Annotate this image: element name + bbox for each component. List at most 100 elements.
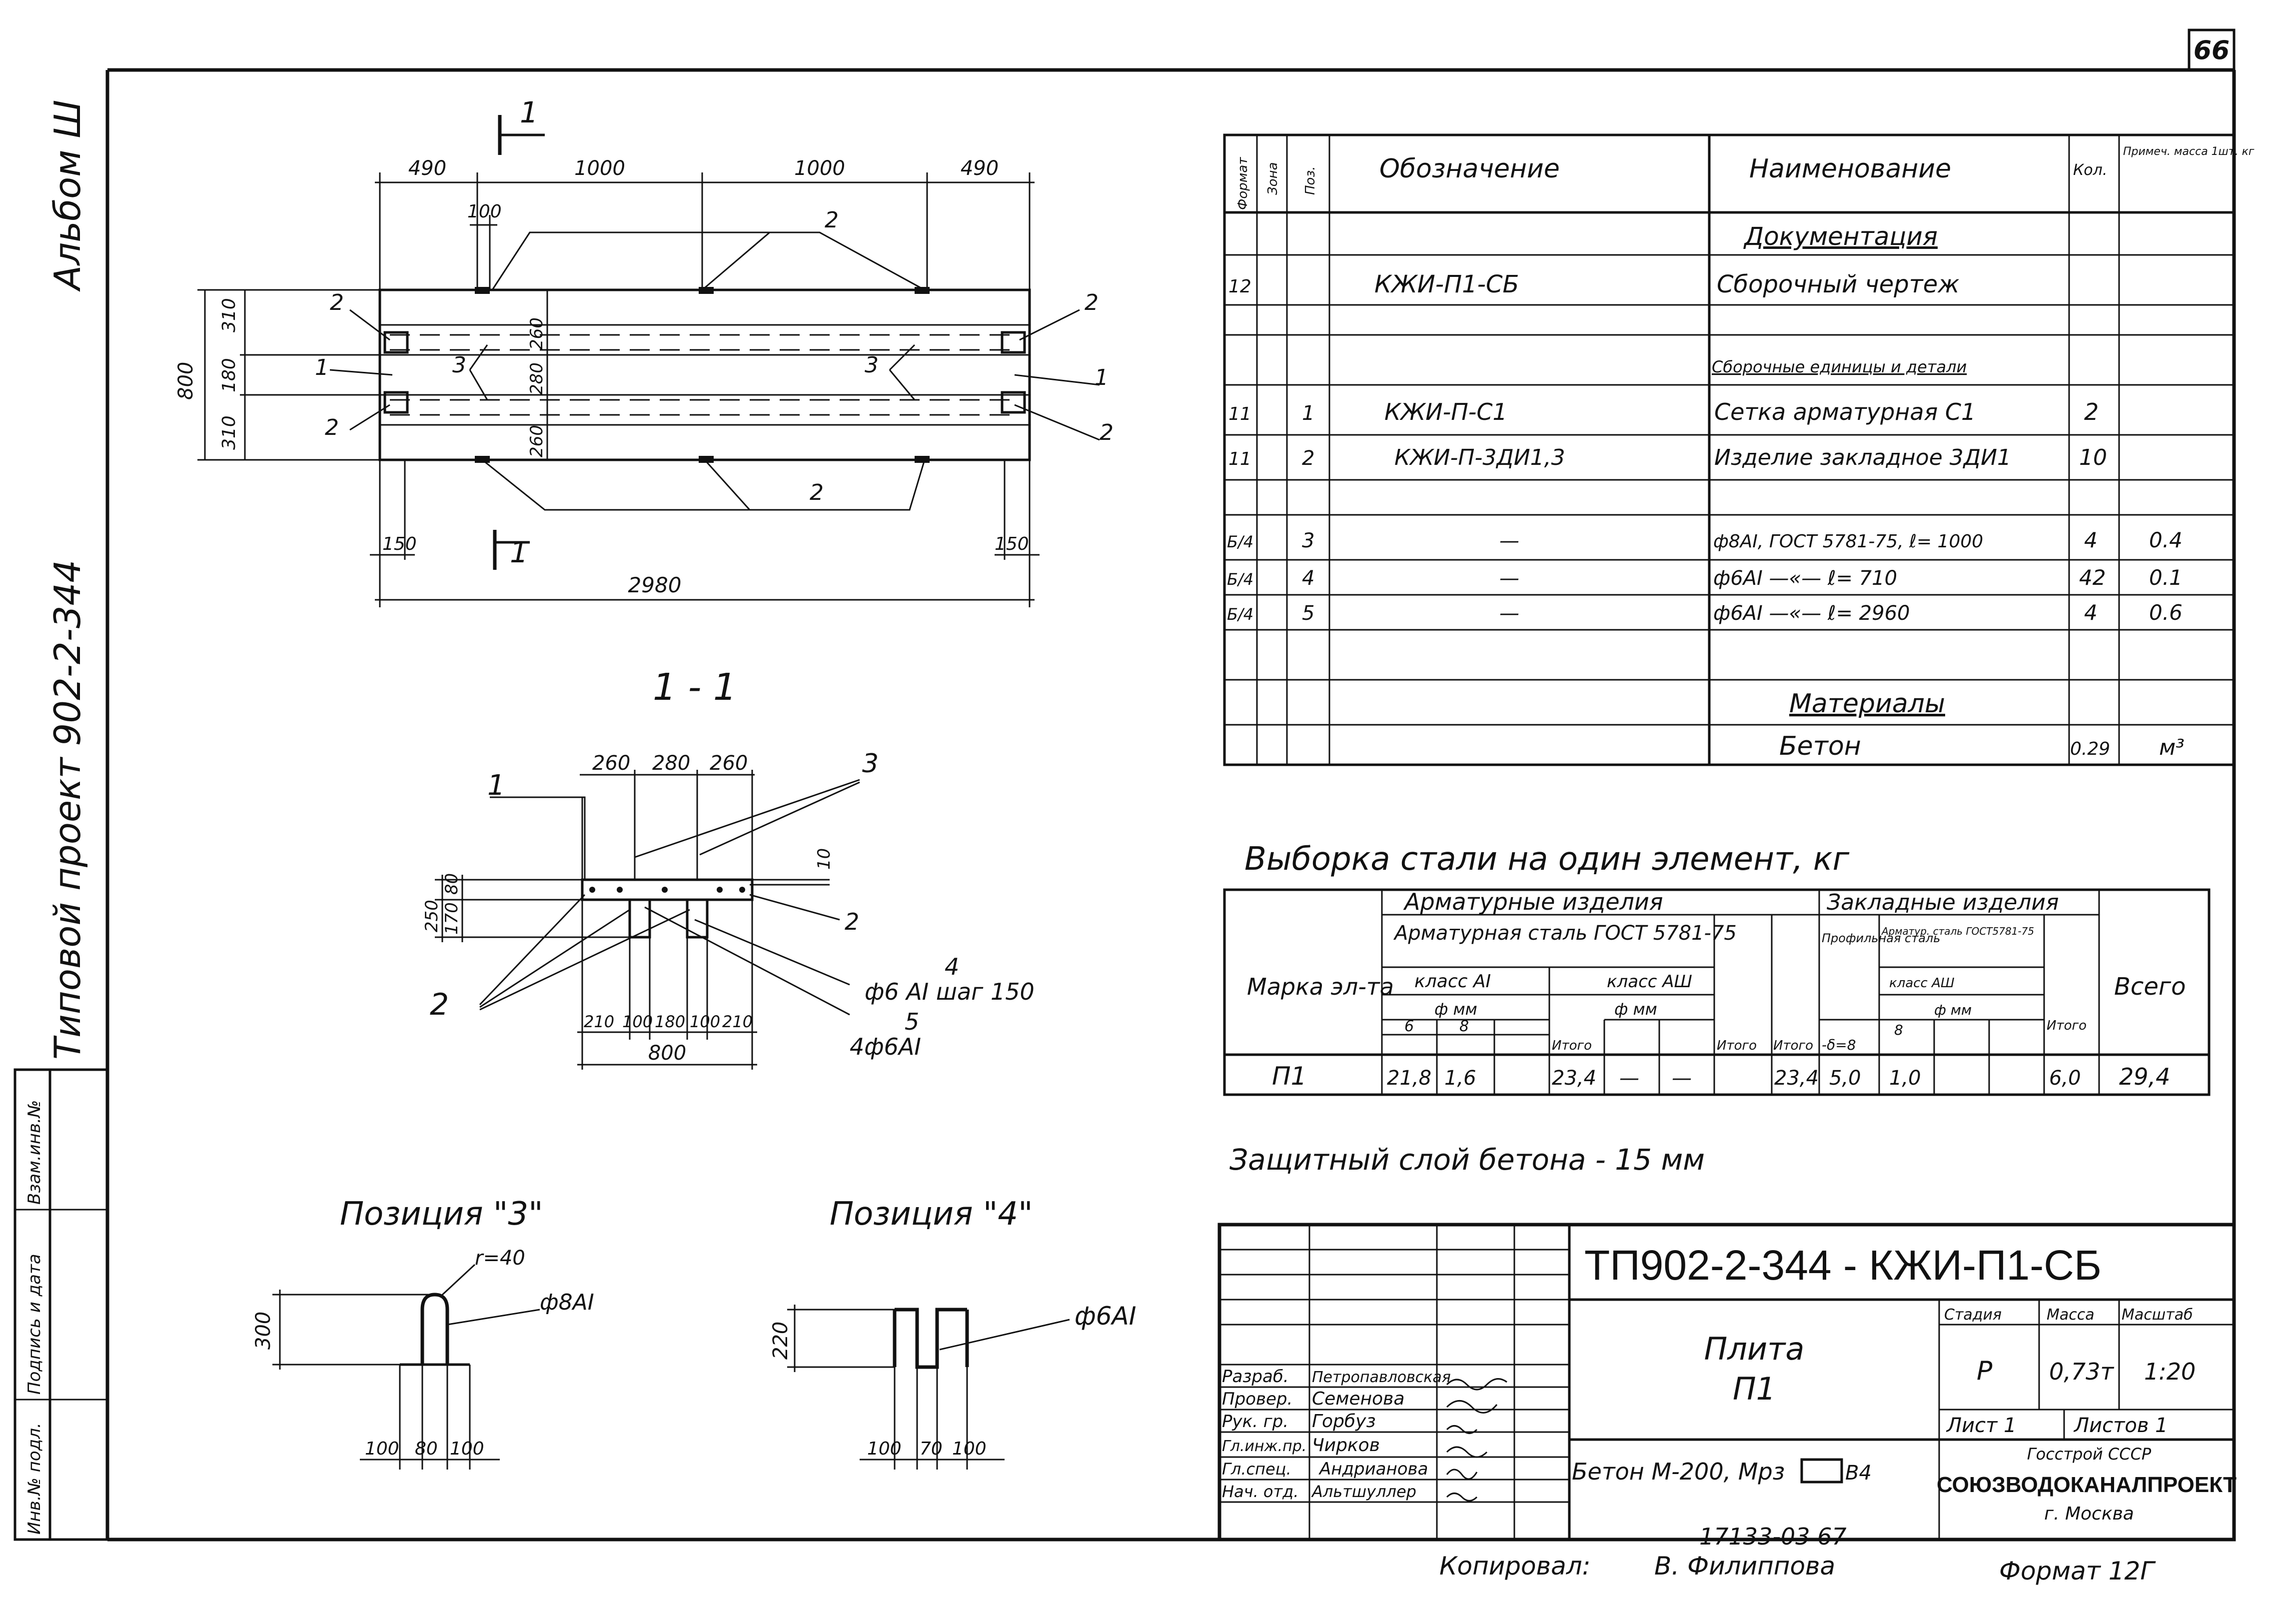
spec-row-5-code: КЖИ-П-С1: [1384, 398, 1507, 425]
pos3-drawing: [272, 1264, 540, 1470]
spec-h-zone: Зона: [1265, 162, 1280, 195]
pos4-title: Позиция "4": [830, 1196, 1033, 1233]
stamp-code: ТП902-2-344 - КЖИ-П1-СБ: [1584, 1242, 2102, 1289]
steel-title: Выборка стали на один элемент, кг: [1244, 841, 1850, 878]
pos3-dim-1: 100: [365, 1439, 399, 1459]
stamp-role-4: Гл.инж.пр.: [1222, 1438, 1306, 1455]
plan-callout-1-left: 1: [315, 355, 329, 380]
stamp-org2: СОЮЗВОДОКАНАЛПРОЕКТ: [1937, 1473, 2237, 1497]
section-dim-top-3: 260: [710, 752, 748, 775]
pos4-rebar: ф6АI: [1075, 1302, 1137, 1331]
steel-row-emb-itogo: 6,0: [2049, 1067, 2081, 1090]
stamp-scale: 1:20: [2144, 1358, 2196, 1385]
steel-table-grid: [1223, 888, 2211, 1096]
album-label: Альбом Ш: [46, 100, 88, 292]
stamp-role-5: Гл.спец.: [1222, 1460, 1291, 1479]
archive-number: 17133-03 67: [1699, 1523, 1847, 1550]
plan-callout-2-ml: 2: [325, 415, 339, 440]
stamp-name-1: Петропавловская: [1312, 1369, 1451, 1386]
spec-table-grid: [1223, 133, 2236, 766]
steel-row-total: 29,4: [2119, 1063, 2170, 1090]
spec-row-10-fmt: Б/4: [1227, 605, 1253, 624]
stamp-role-1: Разраб.: [1222, 1367, 1289, 1387]
steel-h-dmm2: ф мм: [1934, 1002, 1972, 1018]
steel-h-total: Всего: [2114, 973, 2186, 1001]
side-stamp: [13, 1068, 109, 1541]
steel-h-arm: Арматурные изделия: [1403, 888, 1663, 915]
plan-dim-mid-3: 260: [527, 425, 547, 457]
section-callout-3: 3: [862, 749, 879, 779]
section-callout-1: 1: [487, 769, 505, 802]
stamp-name-4: Чирков: [1312, 1435, 1380, 1456]
spec-row-9-pos: 4: [1302, 567, 1314, 590]
section-dim-top-2: 280: [652, 752, 690, 775]
spec-h-qty: Кол.: [2073, 161, 2107, 179]
plan-section-mark-bottom: 1: [510, 535, 528, 569]
section-dim-left-3: 80: [442, 873, 462, 895]
steel-h-dmm-a3: ф мм: [1614, 1000, 1657, 1019]
pos3-dim-2: 80: [415, 1439, 438, 1459]
project-label: Типовой проект 902-2-344: [46, 560, 88, 1060]
pos4-drawing: [787, 1305, 1070, 1470]
section-dim-top-1: 260: [592, 752, 630, 775]
spec-h-pos: Поз.: [1303, 166, 1318, 195]
steel-h-a3: класс АШ: [1607, 972, 1692, 992]
plan-dim-left-1: 310: [219, 298, 239, 332]
steel-h-d6: 6: [1404, 1018, 1414, 1035]
spec-row-9-note: 0.1: [2149, 565, 2183, 590]
plan-dim-total: 2980: [628, 573, 682, 597]
steel-row-a3-2: —: [1672, 1067, 1692, 1090]
pos4-dim-3: 100: [952, 1439, 987, 1459]
stamp-h-scale: Масштаб: [2122, 1306, 2193, 1324]
section-dim-total: 800: [648, 1042, 686, 1065]
stamp-name-5: Андрианова: [1318, 1459, 1428, 1479]
stamp-name-3: Горбуз: [1312, 1411, 1376, 1432]
steel-row-a1-itogo: 23,4: [1552, 1067, 1596, 1090]
spec-row-8-code: —: [1499, 529, 1519, 552]
section-dim-bottom-4: 100: [690, 1012, 720, 1031]
spec-row-9-fmt: Б/4: [1227, 570, 1253, 589]
spec-row-2-name: Сборочный чертеж: [1717, 270, 1960, 298]
spec-row-2-code: КЖИ-П1-СБ: [1374, 270, 1519, 298]
copied-label: Копировал:: [1439, 1552, 1591, 1581]
plan-dim-left-2: 180: [219, 358, 239, 392]
section-dim-bottom-3: 180: [655, 1012, 685, 1031]
plan-callout-3-left: 3: [452, 352, 466, 378]
steel-h-a1: класс АI: [1414, 971, 1491, 992]
plan-dim-150-right: 150: [995, 534, 1029, 554]
pos3-height: 300: [252, 1312, 275, 1350]
spec-h-note: Примеч. масса 1шт. кг: [2123, 145, 2255, 158]
steel-h-dmm: ф мм: [1434, 1000, 1477, 1019]
stamp-h-stage: Стадия: [1944, 1306, 2002, 1324]
stamp-mark: П1: [1733, 1371, 1776, 1407]
plan-dim-top-3: 1000: [794, 157, 845, 180]
spec-row-5-fmt: 11: [1228, 404, 1251, 424]
stamp-material: Бетон М-200, Мрз: [1572, 1458, 1785, 1485]
spec-row-12-name: Материалы: [1789, 689, 1945, 719]
spec-row-9-code: —: [1499, 567, 1519, 590]
spec-row-4-name: Сборочные единицы и детали: [1712, 357, 1967, 376]
section-dim-bottom-2: 100: [622, 1012, 653, 1031]
spec-row-5-qty: 2: [2084, 398, 2099, 425]
stamp-org3: г. Москва: [2044, 1504, 2134, 1524]
pos3-rebar: ф8АI: [540, 1290, 594, 1315]
steel-h-steel: Арматурная сталь ГОСТ 5781-75: [1393, 922, 1737, 945]
steel-h-itogo-emb: Итого: [2047, 1018, 2087, 1033]
stamp-mass: 0,73т: [2049, 1358, 2114, 1385]
stamp-sheets: Листов 1: [2073, 1414, 2168, 1437]
pos4-dim-2: 70: [920, 1439, 943, 1459]
section-dim-10: 10: [814, 848, 834, 870]
section-callout-2-left: 2: [430, 987, 449, 1022]
side-stamp-inv: Инв.№ подл.: [24, 1423, 44, 1535]
spec-row-10-note: 0.6: [2149, 600, 2183, 625]
plan-callout-2-tr: 2: [1085, 290, 1099, 315]
steel-h-mark: Марка эл-та: [1247, 973, 1394, 1000]
steel-row-a1-8: 1,6: [1444, 1067, 1476, 1090]
stamp-material-b: В4: [1845, 1462, 1872, 1485]
spec-row-13-qty: 0.29: [2070, 739, 2110, 759]
section-view: [435, 770, 860, 1070]
spec-row-5-name: Сетка арматурная С1: [1714, 398, 1976, 425]
sheet-number: 66: [2194, 35, 2230, 65]
plan-callout-2-tl: 2: [330, 290, 344, 315]
plan-dim-150-left: 150: [382, 534, 417, 554]
